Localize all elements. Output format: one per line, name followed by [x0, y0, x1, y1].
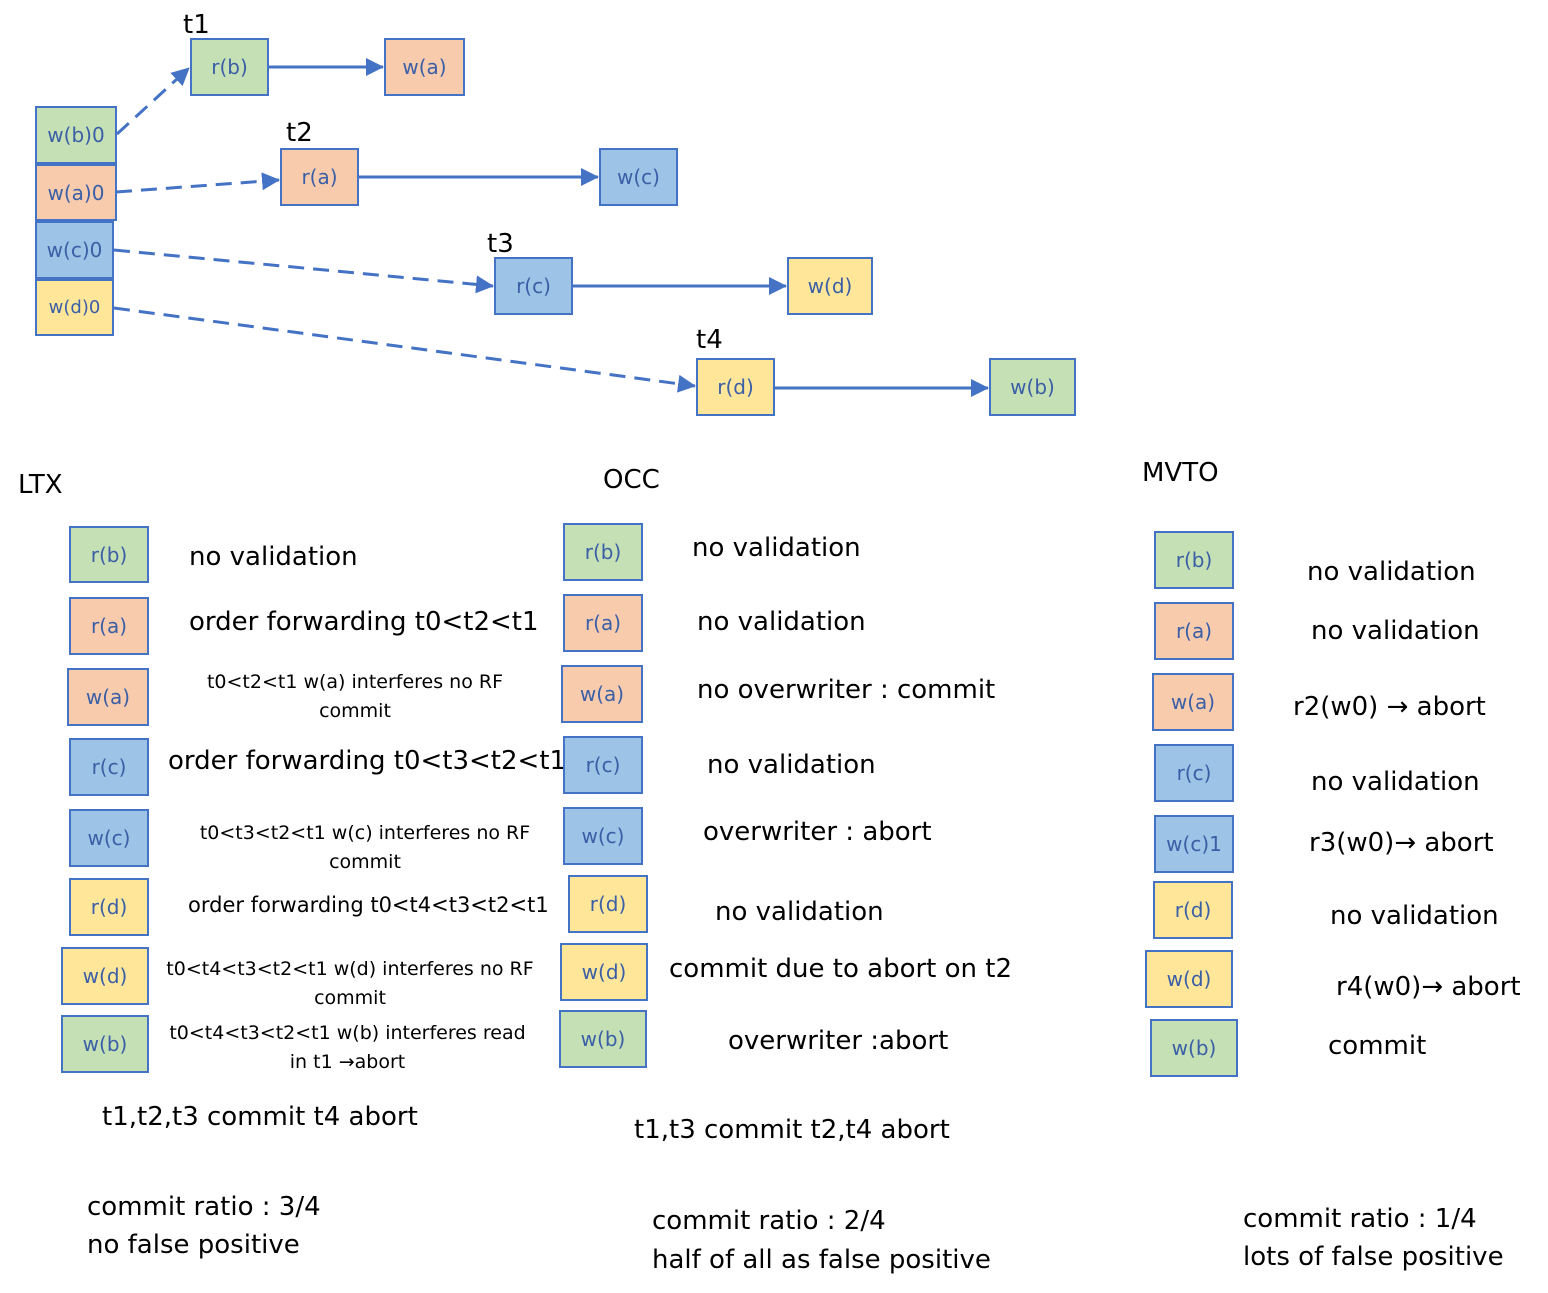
mvto-desc: no validation: [1330, 901, 1499, 931]
txn-label-t1: t1: [183, 10, 210, 40]
mvto-op-box: w(b): [1150, 1019, 1238, 1077]
initial-write-d: w(d)0: [35, 279, 114, 336]
txn-label-t4: t4: [696, 325, 723, 355]
occ-desc: commit due to abort on t2: [669, 954, 1013, 984]
occ-desc: no validation: [707, 750, 876, 780]
mvto-op-box: w(a): [1152, 673, 1234, 731]
read-from-arrow-t3: [113, 248, 494, 294]
occ-commit-ratio: commit ratio : 2/4: [652, 1206, 886, 1236]
ltx-commit-ratio: commit ratio : 3/4: [87, 1192, 321, 1222]
ltx-op-box: w(a): [67, 668, 149, 726]
occ-desc: no validation: [715, 897, 884, 927]
mvto-desc: r3(w0)→ abort: [1309, 828, 1494, 858]
txn-label-t2: t2: [286, 118, 313, 148]
occ-note: half of all as false positive: [652, 1245, 991, 1275]
ltx-op-box: r(c): [69, 738, 149, 796]
mvto-desc: no validation: [1311, 767, 1480, 797]
occ-heading: OCC: [603, 465, 660, 495]
ltx-op-box: w(c): [69, 809, 149, 867]
ltx-note: no false positive: [87, 1230, 300, 1260]
occ-desc: no validation: [697, 607, 866, 637]
read-from-arrow-t1: [115, 66, 191, 136]
ltx-desc: t0<t2<t1 w(a) interferes no RF commit: [206, 671, 504, 722]
occ-op-box: r(c): [563, 736, 643, 794]
t3-read-box: r(c): [494, 257, 573, 315]
t2-read-box: r(a): [280, 148, 359, 206]
occ-op-box: r(b): [563, 523, 643, 581]
occ-op-box: w(a): [561, 665, 643, 723]
t1-write-box: w(a): [384, 38, 465, 96]
mvto-desc: r4(w0)→ abort: [1336, 972, 1521, 1002]
mvto-op-box: r(c): [1154, 744, 1234, 802]
t3-write-box: w(d): [787, 257, 873, 315]
mvto-op-box: r(b): [1154, 531, 1234, 589]
t4-write-box: w(b): [989, 358, 1076, 416]
mvto-op-box: r(d): [1153, 881, 1233, 939]
ltx-heading: LTX: [18, 470, 63, 500]
mvto-op-box: r(a): [1154, 602, 1234, 660]
occ-summary: t1,t3 commit t2,t4 abort: [634, 1115, 950, 1145]
ltx-op-box: w(b): [61, 1015, 149, 1073]
ltx-op-box: w(d): [61, 947, 149, 1005]
t1-read-box: r(b): [190, 38, 269, 96]
mvto-heading: MVTO: [1142, 458, 1219, 488]
ltx-desc: order forwarding t0<t3<t2<t1: [168, 746, 567, 776]
mvto-desc: no validation: [1307, 557, 1476, 587]
read-from-arrow-t2: [115, 172, 280, 194]
occ-op-box: r(a): [563, 594, 643, 652]
txn-label-t3: t3: [487, 229, 514, 259]
occ-op-box: r(d): [568, 875, 648, 933]
t2-write-box: w(c): [599, 148, 678, 206]
mvto-desc: no validation: [1311, 616, 1480, 646]
mvto-note: lots of false positive: [1243, 1242, 1504, 1272]
occ-desc: overwriter :abort: [728, 1026, 949, 1056]
ltx-desc: t0<t4<t3<t2<t1 w(b) interferes read in t…: [169, 1022, 526, 1073]
initial-write-b: w(b)0: [35, 106, 117, 164]
ltx-desc: order forwarding t0<t2<t1: [189, 607, 539, 637]
t4-read-box: r(d): [696, 358, 775, 416]
ltx-desc: order forwarding t0<t4<t3<t2<t1: [188, 893, 549, 917]
occ-op-box: w(d): [560, 943, 648, 1001]
occ-desc: no overwriter : commit: [697, 675, 996, 705]
mvto-op-box: w(c)1: [1154, 815, 1234, 873]
ltx-desc: t0<t3<t2<t1 w(c) interferes no RF commit: [199, 822, 531, 873]
occ-desc: overwriter : abort: [703, 817, 932, 847]
ltx-desc: t0<t4<t3<t2<t1 w(d) interferes no RF com…: [166, 958, 534, 1009]
initial-write-c: w(c)0: [35, 221, 114, 279]
ltx-op-box: r(b): [69, 526, 149, 583]
read-from-arrow-t4: [113, 306, 696, 393]
initial-write-a: w(a)0: [35, 164, 117, 221]
mvto-op-box: w(d): [1145, 950, 1233, 1008]
ltx-desc: no validation: [189, 542, 358, 572]
occ-desc: no validation: [692, 533, 861, 563]
occ-op-box: w(b): [559, 1010, 647, 1068]
mvto-desc: r2(w0) → abort: [1293, 692, 1486, 722]
ltx-op-box: r(d): [69, 878, 149, 936]
ltx-summary: t1,t2,t3 commit t4 abort: [102, 1102, 418, 1132]
mvto-commit-ratio: commit ratio : 1/4: [1243, 1204, 1477, 1234]
ltx-op-box: r(a): [69, 597, 149, 655]
mvto-desc: commit: [1328, 1031, 1427, 1061]
occ-op-box: w(c): [563, 807, 643, 865]
